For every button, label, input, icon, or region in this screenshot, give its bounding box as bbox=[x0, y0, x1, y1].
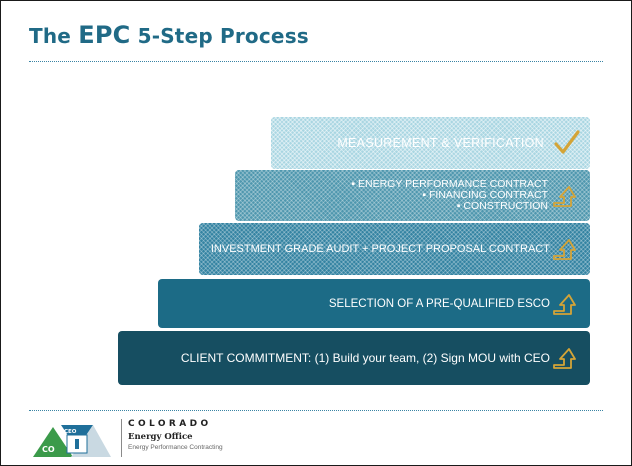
step-label: MEASUREMENT & VERIFICATION bbox=[337, 117, 544, 169]
brand-wordmark: COLORADO Energy Office Energy Performanc… bbox=[121, 419, 223, 457]
arrow-up-icon bbox=[553, 293, 576, 315]
step-measurement-verification: MEASUREMENT & VERIFICATION bbox=[271, 117, 590, 169]
step-line: ▪ CONSTRUCTION bbox=[456, 200, 548, 212]
step-label: SELECTION OF A PRE-QUALIFIED ESCO bbox=[329, 279, 550, 328]
colorado-energy-office-logo: CEO CO bbox=[33, 425, 111, 457]
arrow-up-icon bbox=[553, 239, 576, 260]
step-line: ▪ ENERGY PERFORMANCE CONTRACT bbox=[351, 178, 548, 190]
brand-tagline: Energy Performance Contracting bbox=[128, 444, 223, 451]
step-line: MEASUREMENT & VERIFICATION bbox=[337, 136, 544, 150]
step-client-commitment: CLIENT COMMITMENT: (1) Build your team, … bbox=[118, 331, 590, 385]
step-esco-selection: SELECTION OF A PRE-QUALIFIED ESCO bbox=[158, 279, 590, 328]
step-line: INVESTMENT GRADE AUDIT + PROJECT PROPOSA… bbox=[210, 243, 550, 255]
title-prefix: The bbox=[29, 24, 79, 48]
title-divider bbox=[29, 61, 603, 62]
step-line: SELECTION OF A PRE-QUALIFIED ESCO bbox=[328, 297, 550, 310]
arrow-up-icon bbox=[553, 348, 576, 369]
step-investment-grade-audit: INVESTMENT GRADE AUDIT + PROJECT PROPOSA… bbox=[199, 223, 590, 275]
checkmark-icon bbox=[554, 130, 580, 154]
brand-subtitle: Energy Office bbox=[128, 432, 193, 442]
brand-name: COLORADO bbox=[128, 419, 212, 429]
logo-badge-left-text: CO bbox=[42, 445, 55, 454]
footer-divider bbox=[29, 410, 603, 411]
step-contracts-construction: ▪ ENERGY PERFORMANCE CONTRACT ▪ FINANCIN… bbox=[235, 170, 590, 221]
title-suffix: 5-Step Process bbox=[130, 24, 309, 48]
step-line: ▪ FINANCING CONTRACT bbox=[422, 189, 548, 201]
step-label: CLIENT COMMITMENT: (1) Build your team, … bbox=[181, 331, 550, 385]
step-line: CLIENT COMMITMENT: (1) Build your team, … bbox=[180, 351, 550, 365]
step-label: INVESTMENT GRADE AUDIT + PROJECT PROPOSA… bbox=[211, 223, 550, 275]
arrow-up-icon bbox=[553, 185, 576, 207]
title-epc: EPC bbox=[78, 21, 131, 49]
logo-badge-top-text: CEO bbox=[64, 429, 77, 435]
slide-title: The EPC 5-Step Process bbox=[29, 21, 309, 49]
step-label: ▪ ENERGY PERFORMANCE CONTRACT ▪ FINANCIN… bbox=[351, 170, 548, 221]
